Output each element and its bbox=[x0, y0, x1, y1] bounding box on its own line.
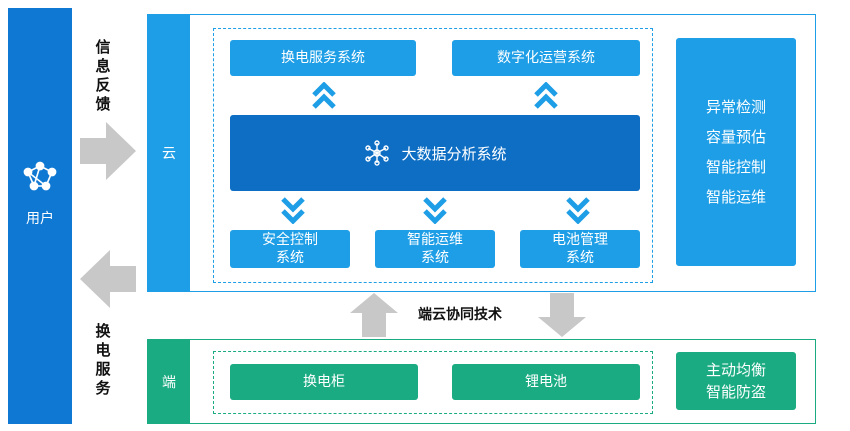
down-chevron-arrow bbox=[423, 197, 447, 224]
battery-management-line1: 电池管理 bbox=[552, 232, 608, 248]
smart-maintenance-system-box: 智能运维 系统 bbox=[375, 230, 495, 268]
function-active-balancing: 主动均衡 bbox=[705, 361, 766, 379]
user-label: 用户 bbox=[26, 211, 54, 227]
big-data-analysis-box: 大数据分析系统 bbox=[230, 115, 640, 191]
cloud-functions-box: 异常检测 容量预估 智能控制 智能运维 bbox=[676, 38, 796, 266]
safety-control-line1: 安全控制 bbox=[262, 232, 318, 248]
function-anomaly-detection: 异常检测 bbox=[705, 98, 766, 116]
swap-cabinet-box: 换电柜 bbox=[230, 364, 418, 400]
smart-maintenance-line1: 智能运维 bbox=[407, 232, 463, 248]
smart-maintenance-line2: 系统 bbox=[421, 250, 449, 266]
swap-service-system-box: 换电服务系统 bbox=[230, 40, 416, 76]
arrow-right-feedback bbox=[80, 122, 136, 180]
swap-service-label: 换电服务 bbox=[95, 322, 111, 397]
down-chevron-arrow bbox=[566, 197, 590, 224]
edge-strip: 端 bbox=[148, 340, 190, 423]
up-chevron-arrow bbox=[534, 82, 558, 109]
edge-cloud-collab-label: 端云协同技术 bbox=[418, 307, 502, 323]
safety-control-line2: 系统 bbox=[276, 250, 304, 266]
function-capacity-estimation: 容量预估 bbox=[705, 128, 766, 146]
user-column bbox=[8, 8, 72, 424]
hub-icon bbox=[365, 140, 390, 166]
big-data-analysis-label: 大数据分析系统 bbox=[401, 144, 507, 163]
battery-management-system-box: 电池管理 系统 bbox=[520, 230, 640, 268]
network-icon bbox=[23, 161, 57, 191]
function-smart-maintenance: 智能运维 bbox=[705, 188, 766, 206]
up-chevron-arrow bbox=[312, 82, 336, 109]
info-feedback-label: 信息反馈 bbox=[95, 38, 111, 113]
function-smart-antitheft: 智能防盗 bbox=[705, 383, 766, 401]
lithium-battery-box: 锂电池 bbox=[452, 364, 640, 400]
cloud-dashed-group bbox=[213, 28, 653, 283]
arrow-down-to-edge bbox=[538, 293, 586, 337]
arrow-up-to-cloud bbox=[350, 293, 398, 337]
edge-label: 端 bbox=[162, 374, 176, 391]
cloud-label: 云 bbox=[162, 146, 176, 162]
down-chevron-arrow bbox=[281, 197, 305, 224]
edge-functions-box: 主动均衡 智能防盗 bbox=[676, 352, 796, 410]
function-smart-control: 智能控制 bbox=[705, 158, 766, 176]
digital-operation-system-box: 数字化运营系统 bbox=[452, 40, 640, 76]
edge-dashed-group bbox=[213, 351, 653, 414]
cloud-strip: 云 bbox=[148, 15, 190, 291]
battery-management-line2: 系统 bbox=[566, 250, 594, 266]
arrow-left-service bbox=[80, 250, 136, 308]
safety-control-system-box: 安全控制 系统 bbox=[230, 230, 350, 268]
